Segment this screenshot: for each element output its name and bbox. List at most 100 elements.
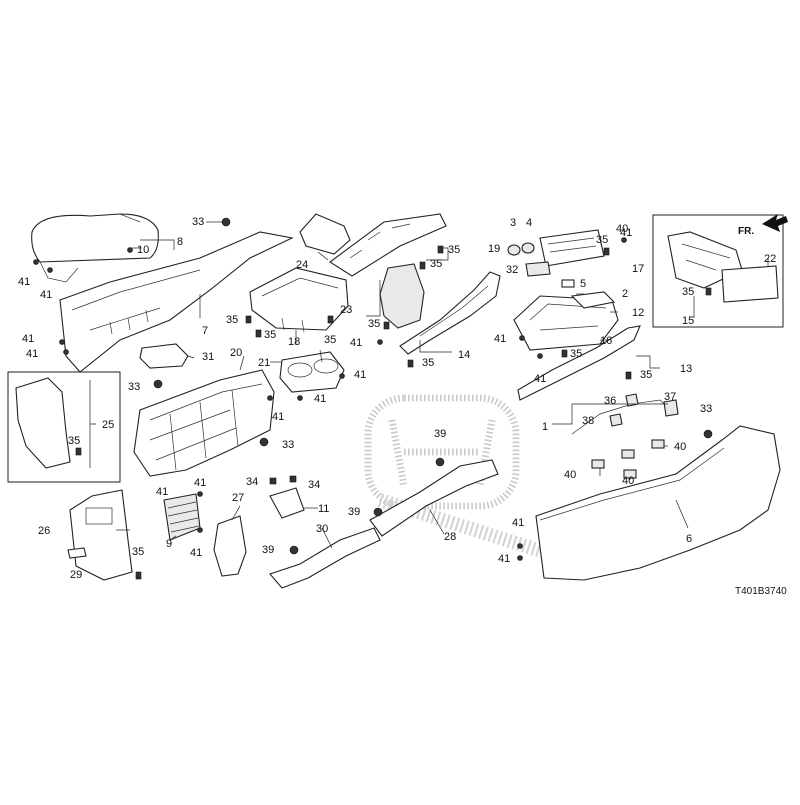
inset-box-25 xyxy=(7,371,121,483)
part-air-duct-upper xyxy=(369,459,499,537)
callout-26: 26 xyxy=(38,525,50,537)
callout-40d: 40 xyxy=(616,223,628,235)
callout-25: 25 xyxy=(102,419,114,431)
callout-35i: 35 xyxy=(570,348,582,360)
callout-31: 31 xyxy=(202,351,214,363)
callout-35b: 35 xyxy=(430,258,442,270)
part-small-tray xyxy=(139,343,189,369)
callout-33a: 33 xyxy=(192,216,204,228)
part-clip-38 xyxy=(609,413,623,427)
part-console-body xyxy=(133,369,275,477)
callout-41c: 41 xyxy=(22,333,34,345)
callout-5: 5 xyxy=(580,278,586,290)
callout-13: 13 xyxy=(680,363,692,375)
callout-41b: 41 xyxy=(40,289,52,301)
callout-39a: 39 xyxy=(434,428,446,440)
part-tray-mat xyxy=(299,213,351,255)
callout-35g: 35 xyxy=(422,357,434,369)
callout-9: 9 xyxy=(166,538,172,550)
part-switch-knob-4 xyxy=(521,242,535,254)
part-mat xyxy=(721,265,779,303)
callout-19: 19 xyxy=(488,243,500,255)
callout-21: 21 xyxy=(258,357,270,369)
callout-37: 37 xyxy=(664,391,676,403)
part-pad-40c xyxy=(651,439,665,449)
callout-41f: 41 xyxy=(354,369,366,381)
callout-36: 36 xyxy=(604,395,616,407)
callout-labels: 1 2 3 4 5 6 7 8 9 10 11 12 13 14 15 16 1… xyxy=(18,216,776,581)
part-center-panel-strip xyxy=(399,271,501,355)
callout-14: 14 xyxy=(458,349,470,361)
part-cup-holder xyxy=(279,351,345,393)
callout-41j: 41 xyxy=(534,373,546,385)
part-side-strip xyxy=(517,325,641,401)
callout-41p: 41 xyxy=(156,486,168,498)
callout-35a: 35 xyxy=(448,244,460,256)
callout-28: 28 xyxy=(444,531,456,543)
callout-40b: 40 xyxy=(564,469,576,481)
inset-box-15 xyxy=(652,214,784,328)
part-side-garnish xyxy=(15,377,71,469)
callout-3: 3 xyxy=(510,217,516,229)
callout-22: 22 xyxy=(764,253,776,265)
callout-7: 7 xyxy=(202,325,208,337)
diagram-code: T401B3740 xyxy=(735,586,787,597)
callout-4: 4 xyxy=(526,217,532,229)
callout-41g: 41 xyxy=(272,411,284,423)
callout-30: 30 xyxy=(316,523,328,535)
part-console-side-panel-left xyxy=(59,231,294,373)
part-shift-boot xyxy=(379,263,425,329)
callout-27: 27 xyxy=(232,492,244,504)
callout-35e: 35 xyxy=(324,334,336,346)
part-pad-40a xyxy=(591,459,605,469)
part-switch-knob-3 xyxy=(507,244,521,256)
callout-33d: 33 xyxy=(700,403,712,415)
callout-34b: 34 xyxy=(308,479,320,491)
part-upper-tray xyxy=(249,267,349,333)
callout-35l: 35 xyxy=(68,435,80,447)
callout-35d: 35 xyxy=(264,329,276,341)
callout-6: 6 xyxy=(686,533,692,545)
callout-24: 24 xyxy=(296,259,308,271)
part-switch-panel xyxy=(539,229,605,267)
part-holder xyxy=(269,487,305,519)
callout-12: 12 xyxy=(632,307,644,319)
callout-41a: 41 xyxy=(18,276,30,288)
callout-20: 20 xyxy=(230,347,242,359)
part-plug-5 xyxy=(561,279,575,288)
callout-40a: 40 xyxy=(674,441,686,453)
part-switch-32 xyxy=(525,261,551,277)
callout-41h: 41 xyxy=(314,393,326,405)
callout-35h: 35 xyxy=(596,234,608,246)
part-small-cover xyxy=(67,547,87,559)
callout-39c: 39 xyxy=(262,544,274,556)
front-direction-marker: FR. xyxy=(738,214,788,237)
callout-41n: 41 xyxy=(498,553,510,565)
callout-35c: 35 xyxy=(226,314,238,326)
callout-41m: 41 xyxy=(512,517,524,529)
part-tray-assembly xyxy=(513,295,619,351)
callout-38: 38 xyxy=(582,415,594,427)
part-air-vent xyxy=(163,493,201,541)
part-armrest-lid xyxy=(31,213,159,283)
callout-18: 18 xyxy=(288,336,300,348)
part-shift-garnish xyxy=(329,213,447,277)
direction-label: FR. xyxy=(738,226,754,237)
callout-8: 8 xyxy=(177,236,183,248)
callout-11: 11 xyxy=(318,503,329,515)
part-garnish-12 xyxy=(570,291,616,309)
callout-35k: 35 xyxy=(682,286,694,298)
part-bracket xyxy=(213,515,247,577)
callout-34a: 34 xyxy=(246,476,258,488)
callout-40c: 40 xyxy=(622,475,634,487)
callout-41e: 41 xyxy=(350,337,362,349)
callout-33c: 33 xyxy=(282,439,294,451)
callout-33b: 33 xyxy=(128,381,140,393)
callout-39b: 39 xyxy=(348,506,360,518)
callout-41o: 41 xyxy=(620,227,632,239)
callout-2: 2 xyxy=(622,288,628,300)
part-air-duct-lower xyxy=(269,527,381,589)
callout-41d: 41 xyxy=(26,348,38,360)
callout-10: 10 xyxy=(137,244,149,256)
fasteners xyxy=(33,217,713,580)
